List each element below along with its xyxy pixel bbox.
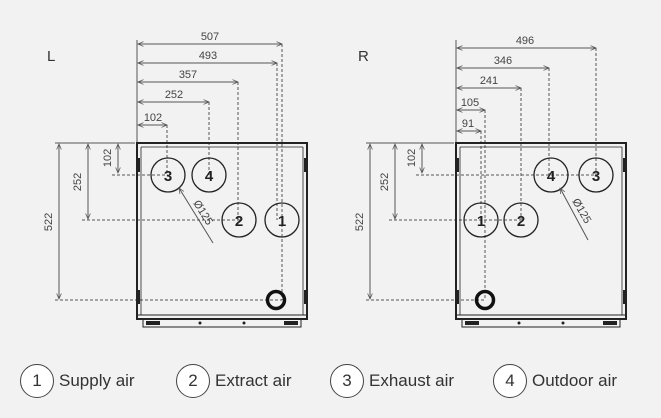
diameter-leader <box>179 188 214 244</box>
legend-label: Extract air <box>215 371 292 390</box>
legend-label: Supply air <box>59 371 135 390</box>
dim-label: 91 <box>462 118 474 130</box>
diameter-leader <box>560 188 589 241</box>
dim-label: 241 <box>480 75 498 87</box>
left-vertical-dimensions <box>55 142 282 301</box>
dim-label: 252 <box>165 89 183 101</box>
dim-label: 102 <box>102 149 114 167</box>
port-circle <box>533 157 569 193</box>
port-number: 2 <box>517 213 525 230</box>
legend-item-supply-air: 1 Supply air <box>20 362 135 400</box>
left-horizontal-labels: 507 493 357 252 102 <box>144 31 219 124</box>
left-view: L 507 493 357 252 102 <box>43 31 308 328</box>
legend-label: Exhaust air <box>369 371 455 390</box>
dim-label: 102 <box>144 112 162 124</box>
left-vertical-labels: 102 252 522 <box>43 149 114 231</box>
legend-item-extract-air: 2 Extract air <box>176 362 292 400</box>
port-number: 1 <box>278 213 286 230</box>
port-number: 3 <box>164 168 172 185</box>
drain-connection <box>265 289 287 311</box>
right-ports: 1 2 4 3 <box>463 157 614 311</box>
port-number: 2 <box>235 213 243 230</box>
right-unit-body <box>455 142 627 328</box>
dim-label: 507 <box>201 31 219 43</box>
legend-number: 1 <box>20 364 54 398</box>
legend-number: 2 <box>176 364 210 398</box>
dim-label: 522 <box>354 213 366 231</box>
port-circle <box>503 202 539 238</box>
drain-connection <box>474 289 496 311</box>
legend: 1 Supply air 2 Extract air 3 Exhaust air… <box>0 362 661 402</box>
port-circle <box>463 202 499 238</box>
dim-label: 493 <box>199 50 217 62</box>
right-view: R 496 346 241 105 91 <box>354 35 627 328</box>
right-horizontal-dimensions <box>455 40 597 300</box>
port-number: 3 <box>592 168 600 185</box>
port-circle <box>150 157 186 193</box>
left-view-label: L <box>47 48 55 65</box>
legend-label: Outdoor air <box>532 371 618 390</box>
right-horizontal-labels: 496 346 241 105 91 <box>461 35 534 130</box>
dim-label: 252 <box>72 173 84 191</box>
right-vertical-labels: 102 252 522 <box>354 149 418 231</box>
port-circle <box>264 202 300 238</box>
dim-label: 522 <box>43 213 55 231</box>
dim-label: 105 <box>461 97 479 109</box>
port-number: 4 <box>547 168 556 185</box>
port-circle <box>191 157 227 193</box>
legend-item-exhaust-air: 3 Exhaust air <box>330 362 454 400</box>
left-unit-body <box>136 142 308 328</box>
dim-label: 357 <box>179 69 197 81</box>
dim-label: 346 <box>494 55 512 67</box>
legend-number: 4 <box>493 364 527 398</box>
dim-label: 252 <box>379 173 391 191</box>
port-circle <box>578 157 614 193</box>
port-number: 1 <box>477 213 485 230</box>
legend-number: 3 <box>330 364 364 398</box>
legend-item-outdoor-air: 4 Outdoor air <box>493 362 617 400</box>
dim-label: 496 <box>516 35 534 47</box>
port-circle <box>221 202 257 238</box>
port-number: 4 <box>205 168 214 185</box>
dim-label: 102 <box>406 149 418 167</box>
left-ports: 3 4 2 1 <box>150 157 300 311</box>
right-view-label: R <box>358 48 369 65</box>
